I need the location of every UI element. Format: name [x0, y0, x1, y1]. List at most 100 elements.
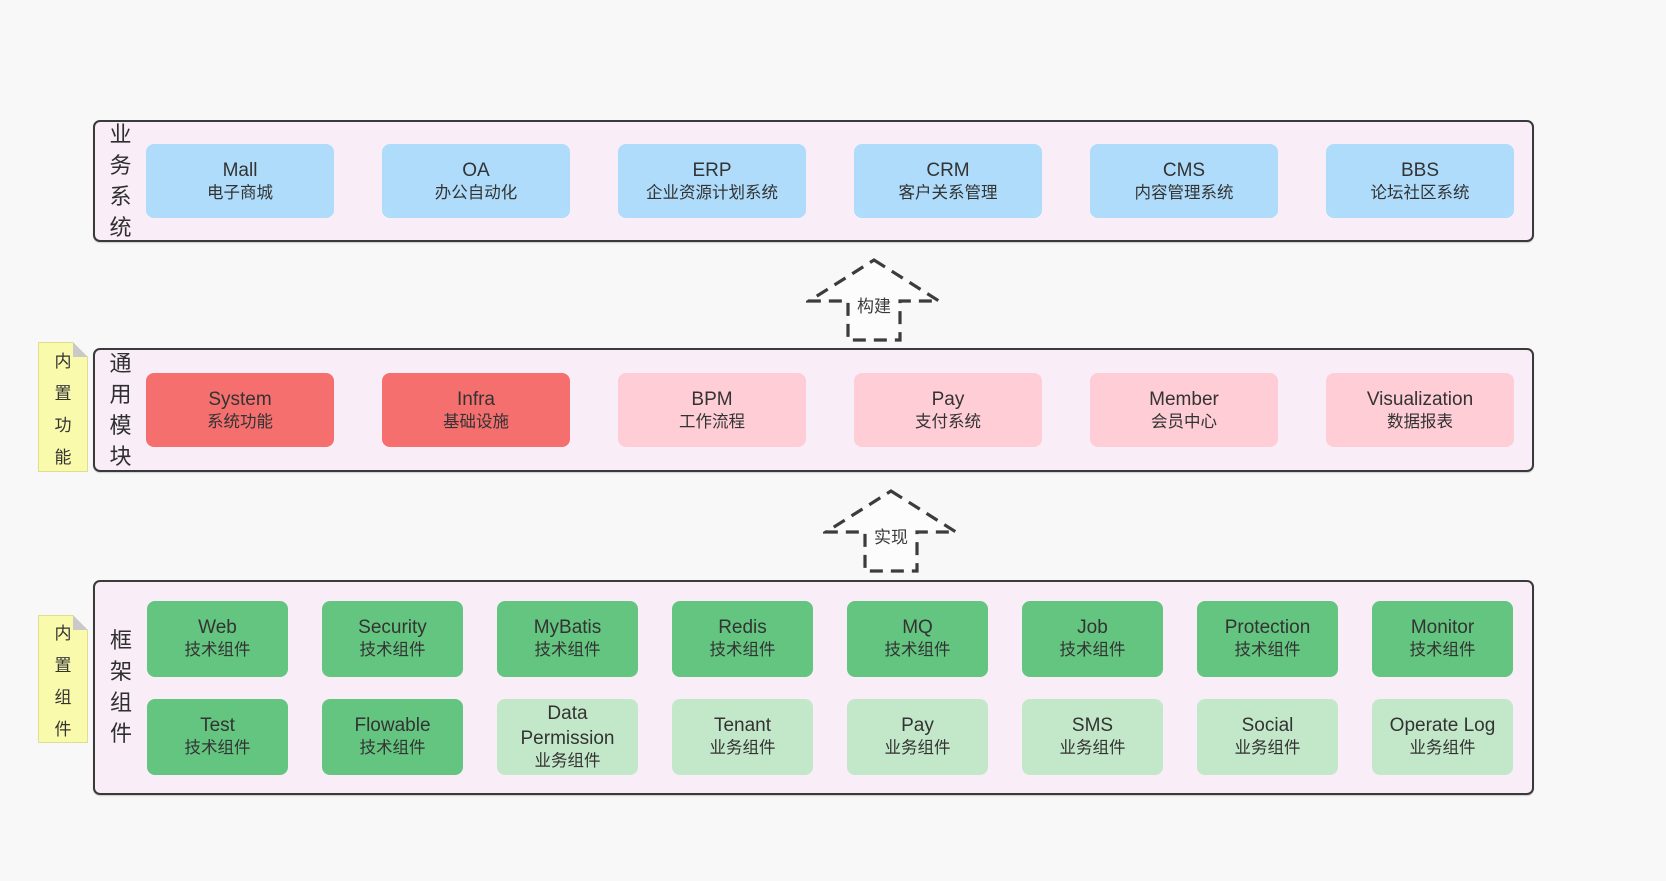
- component-box-visualization: Visualization 数据报表: [1326, 373, 1514, 447]
- component-box-protection: Protection 技术组件: [1197, 600, 1338, 677]
- component-name: Visualization: [1366, 388, 1474, 410]
- component-desc: 技术组件: [184, 739, 251, 758]
- component-name: CMS: [1162, 159, 1206, 181]
- component-box-mq: MQ 技术组件: [847, 600, 988, 677]
- component-desc: 内容管理系统: [1134, 183, 1234, 202]
- component-desc: 业务组件: [1234, 739, 1301, 758]
- component-name: Infra: [456, 388, 496, 410]
- component-name: Tenant: [713, 715, 772, 737]
- arrow-implement-label: 实现: [871, 523, 911, 548]
- component-name: Job: [1077, 617, 1108, 639]
- layer-common-modules: 通用模块 System 系统功能 Infra 基础设施 BPM 工作流程 Pay 支付系统 Me…: [93, 348, 1534, 472]
- component-name: Member: [1149, 388, 1219, 410]
- component-name: BBS: [1400, 159, 1440, 181]
- component-box-security: Security 技术组件: [322, 600, 463, 677]
- component-name: CRM: [926, 159, 970, 181]
- layer-label-common-modules: 通用模块: [109, 350, 132, 469]
- folded-corner-icon: [73, 342, 88, 357]
- component-box-bbs: BBS 论坛社区系统: [1326, 144, 1514, 218]
- component-name: Mall: [222, 159, 258, 181]
- component-desc: 办公自动化: [434, 183, 518, 202]
- sticky-note-built-in-components: 内置组件: [38, 615, 88, 743]
- component-desc: 论坛社区系统: [1370, 183, 1470, 202]
- layer-label-business-systems: 业务系统: [109, 121, 132, 240]
- component-name: System: [208, 388, 272, 410]
- component-box-data-permission: Data Permission 业务组件: [497, 698, 638, 775]
- component-desc: 技术组件: [884, 641, 951, 660]
- arrow-build: 构建: [806, 257, 942, 343]
- component-box-flowable: Flowable 技术组件: [322, 698, 463, 775]
- component-box-sms: SMS 业务组件: [1022, 698, 1163, 775]
- component-name: Web: [198, 617, 237, 639]
- component-desc: 会员中心: [1151, 412, 1217, 431]
- component-box-tenant: Tenant 业务组件: [672, 698, 813, 775]
- component-box-operate-log: Operate Log 业务组件: [1372, 698, 1513, 775]
- component-name: Redis: [718, 617, 767, 639]
- component-desc: 技术组件: [534, 641, 601, 660]
- component-box-job: Job 技术组件: [1022, 600, 1163, 677]
- component-box-infra: Infra 基础设施: [382, 373, 570, 447]
- component-desc: 系统功能: [207, 412, 273, 431]
- component-name: Protection: [1224, 617, 1311, 639]
- layer-label-framework-components: 框架组件: [109, 628, 132, 746]
- arrow-build-label: 构建: [854, 292, 894, 317]
- component-box-pay: Pay 业务组件: [847, 698, 988, 775]
- component-desc: 电子商城: [207, 183, 273, 202]
- component-desc: 技术组件: [359, 641, 426, 660]
- component-box-row: Mall 电子商城 OA 办公自动化 ERP 企业资源计划系统 CRM 客户关系管理 CMS 内容…: [146, 144, 1514, 218]
- component-box-test: Test 技术组件: [147, 698, 288, 775]
- component-desc: 业务组件: [534, 751, 601, 770]
- component-name: MQ: [902, 617, 933, 639]
- component-name: BPM: [691, 388, 733, 410]
- component-name: Pay: [901, 715, 934, 737]
- component-name: ERP: [692, 159, 732, 181]
- component-box-erp: ERP 企业资源计划系统: [618, 144, 806, 218]
- arrow-implement: 实现: [823, 488, 959, 574]
- component-box-pay: Pay 支付系统: [854, 373, 1042, 447]
- component-desc: 工作流程: [679, 412, 745, 431]
- component-name: Pay: [931, 388, 965, 410]
- component-box-crm: CRM 客户关系管理: [854, 144, 1042, 218]
- sticky-note-built-in-features: 内置功能: [38, 342, 88, 472]
- component-name: Security: [358, 617, 427, 639]
- component-name: Test: [200, 715, 235, 737]
- component-desc: 技术组件: [359, 739, 426, 758]
- component-desc: 客户关系管理: [898, 183, 998, 202]
- component-name: Flowable: [354, 715, 431, 737]
- component-box-row: System 系统功能 Infra 基础设施 BPM 工作流程 Pay 支付系统 Member 会…: [146, 373, 1514, 447]
- component-name: OA: [462, 159, 490, 181]
- component-box-mall: Mall 电子商城: [146, 144, 334, 218]
- component-name: Data Permission: [520, 702, 615, 749]
- component-desc: 业务组件: [709, 739, 776, 758]
- layer-boxes-common-modules: System 系统功能 Infra 基础设施 BPM 工作流程 Pay 支付系统 Member 会…: [146, 350, 1532, 470]
- component-desc: 业务组件: [1059, 739, 1126, 758]
- component-desc: 业务组件: [1409, 739, 1476, 758]
- component-name: Social: [1241, 715, 1294, 737]
- component-desc: 数据报表: [1387, 412, 1453, 431]
- component-desc: 技术组件: [184, 641, 251, 660]
- layer-boxes-business-systems: Mall 电子商城 OA 办公自动化 ERP 企业资源计划系统 CRM 客户关系管理 CMS 内容…: [146, 122, 1532, 240]
- component-desc: 技术组件: [1059, 641, 1126, 660]
- component-name: SMS: [1071, 715, 1114, 737]
- folded-corner-icon: [73, 615, 88, 630]
- component-desc: 基础设施: [443, 412, 509, 431]
- component-box-system: System 系统功能: [146, 373, 334, 447]
- component-box-web: Web 技术组件: [147, 600, 288, 677]
- component-name: Operate Log: [1389, 715, 1496, 737]
- component-desc: 业务组件: [884, 739, 951, 758]
- component-box-member: Member 会员中心: [1090, 373, 1278, 447]
- component-desc: 技术组件: [1409, 641, 1476, 660]
- component-box-bpm: BPM 工作流程: [618, 373, 806, 447]
- component-desc: 企业资源计划系统: [646, 183, 778, 202]
- component-desc: 支付系统: [915, 412, 981, 431]
- layer-business-systems: 业务系统 Mall 电子商城 OA 办公自动化 ERP 企业资源计划系统 CRM 客户关系管理…: [93, 120, 1534, 242]
- component-name: Monitor: [1410, 617, 1475, 639]
- component-desc: 技术组件: [1234, 641, 1301, 660]
